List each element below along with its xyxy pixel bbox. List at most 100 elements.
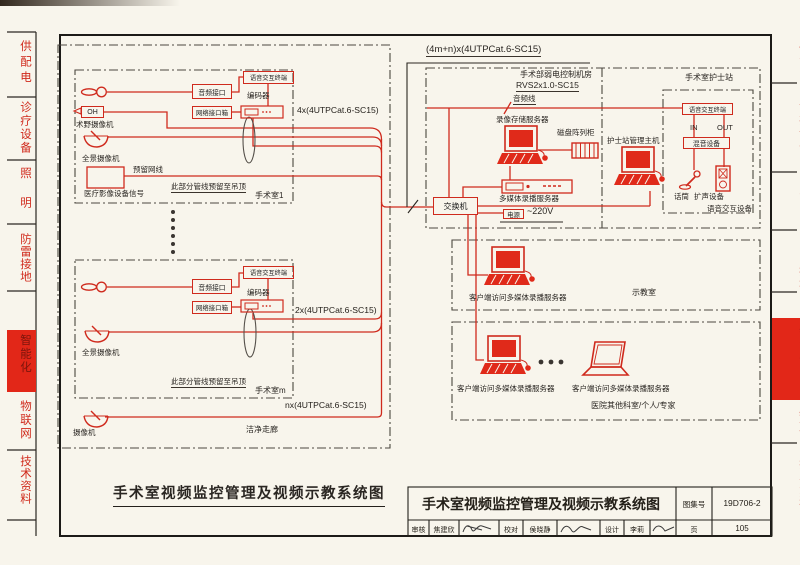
speaker-label: 扩声设备 <box>694 192 724 201</box>
sidebar-right-item-iot[interactable]: 物联网 <box>798 408 800 449</box>
sidebar-item-techdocs[interactable]: 技术资料 <box>19 455 31 505</box>
audio-line-label: 音频线 <box>513 94 536 106</box>
sidebar-item-iot[interactable]: 物联网 <box>19 400 31 441</box>
encoder-device-icon <box>240 299 284 313</box>
sidebar-right-item-lightning[interactable]: 防雷接地 <box>798 240 800 290</box>
surgical-dept-area-box <box>57 44 391 449</box>
client-pc-icon <box>483 246 536 286</box>
switch-box: 交换机 <box>433 197 478 215</box>
or1-cable-label: 4x(4UTPCat.6-SC15) <box>297 105 379 115</box>
sidebar-right-item-techdocs[interactable]: 技术资料 <box>798 458 800 508</box>
or1-field-camera-label: 术野摄像机 <box>76 120 114 129</box>
design-label: 设计 <box>605 527 619 534</box>
left-tab-rail <box>7 31 37 536</box>
control-room-cable-spec: RVS2x1.0-SC15 <box>516 80 579 93</box>
sidebar-item-medical[interactable]: 诊疗设备 <box>19 101 31 155</box>
page-label: 页 <box>690 527 698 534</box>
in-label: IN <box>690 123 698 132</box>
client-pc-icon <box>479 335 532 375</box>
sidebar-active-tab-highlight <box>7 330 36 392</box>
microphone-icon <box>80 281 107 293</box>
orm-network-box: 网络接口箱 <box>192 301 232 314</box>
orm-voice-terminal-box: 语音交互终端 <box>243 266 294 279</box>
corridor-name-label: 洁净走廊 <box>246 425 278 434</box>
or1-voice-terminal-box: 语音交互终端 <box>243 71 294 84</box>
sidebar-item-power[interactable]: 供配电 <box>19 40 31 87</box>
sidebar-item-lightning[interactable]: 防雷接地 <box>19 233 31 283</box>
or-ellipsis-dots <box>171 210 175 254</box>
atlas-no-label: 图集号 <box>682 500 706 509</box>
imaging-signal-box <box>86 166 125 189</box>
sidebar-right-item-intelligent[interactable]: 智能化 <box>798 326 800 367</box>
cable-bundle-ellipse-or1 <box>242 116 256 164</box>
classroom-box <box>451 239 761 311</box>
sidebar-right-item-lighting[interactable]: 照明 <box>798 183 800 238</box>
panoramic-camera-icon <box>83 130 109 148</box>
corridor-camera-label: 摄像机 <box>73 428 96 437</box>
signature-scribbles <box>462 525 675 533</box>
proof-label: 校对 <box>504 527 518 534</box>
page-number: 105 <box>735 524 749 533</box>
classroom-label: 示教室 <box>632 288 656 297</box>
corridor-camera-icon <box>83 410 109 428</box>
mic-label: 话筒 <box>674 192 689 201</box>
orm-encoder-label: 编码器 <box>247 288 270 297</box>
nurse-voice-terminal-box: 语音交互终端 <box>682 103 733 115</box>
media-server-icon <box>501 179 573 194</box>
cable-bundle-ellipse-orm <box>243 308 257 358</box>
or1-encoder-label: 编码器 <box>247 91 270 100</box>
proofreader-name: 侯晓静 <box>529 527 551 534</box>
trunk-riser-line <box>406 62 590 207</box>
drawing-frame <box>59 34 772 537</box>
or1-ceiling-note: 此部分管线预留至吊顶 <box>171 182 246 194</box>
title-block-title: 手术室视频监控管理及视频示教系统图 <box>422 496 660 512</box>
clients-ellipsis-dots <box>538 359 564 365</box>
or1-network-box: 网络接口箱 <box>192 106 232 119</box>
client-access-label: 客户端访问多媒体录播服务器 <box>572 384 670 393</box>
disk-array-icon <box>571 142 599 159</box>
sidebar-active-tab-highlight-right <box>772 318 800 400</box>
scan-edge-shadow <box>0 0 180 6</box>
sidebar-item-intelligent[interactable]: 智能化 <box>19 334 31 375</box>
control-room-title: 手术部弱电控制机房 <box>520 70 592 79</box>
control-room-outer-box <box>425 67 761 229</box>
orm-box <box>74 259 294 399</box>
orm-pano-camera-label: 全景摄像机 <box>82 348 120 357</box>
voice-devices-group-label: 语音交互设备 <box>707 204 752 213</box>
right-tab-rail <box>771 82 797 444</box>
panoramic-camera-icon <box>84 325 110 343</box>
or1-room-label: 手术室1 <box>255 191 284 200</box>
client-access-label: 客户端访问多媒体录播服务器 <box>469 293 567 302</box>
encoder-device-icon <box>240 105 284 119</box>
nurse-host-pc-icon <box>613 146 666 186</box>
voltage-label: ~220V <box>527 206 554 216</box>
sidebar-item-lighting[interactable]: 照明 <box>19 167 31 226</box>
out-label: OUT <box>717 123 733 132</box>
desk-microphone-icon <box>678 170 701 190</box>
others-label: 医院其他科室/个人/专家 <box>591 401 676 410</box>
nurse-station-title: 手术室护士站 <box>685 73 733 82</box>
cable-tick <box>407 199 419 214</box>
or1-field-camera-box: OH <box>81 106 104 118</box>
mixer-box: 混音设备 <box>683 137 730 149</box>
corridor-cable-label: nx(4UTPCat.6-SC15) <box>285 400 367 410</box>
designer-name: 李莉 <box>630 527 644 534</box>
microphone-icon <box>80 86 107 98</box>
voice-devices-box <box>662 89 754 214</box>
client-access-label: 客户端访问多媒体录播服务器 <box>457 384 555 393</box>
trunk-cable-label: (4m+n)x(4UTPCat.6-SC15) <box>426 44 542 58</box>
sheet-caption: 手术室视频监控管理及视频示教系统图 <box>113 486 385 507</box>
review-label: 审核 <box>411 527 426 534</box>
media-server-label: 多媒体录播服务器 <box>499 194 559 203</box>
orm-ceiling-note: 此部分管线预留至吊顶 <box>171 377 246 389</box>
storage-server-label: 录像存储服务器 <box>496 115 549 124</box>
orm-audio-port-box: 音频接口 <box>192 279 232 294</box>
storage-server-pc-icon <box>496 125 549 165</box>
sidebar-right-item-medical[interactable]: 诊疗设备 <box>798 100 800 154</box>
atlas-no-value: 19D706-2 <box>723 498 761 508</box>
power-box: 电源 <box>503 209 524 219</box>
or1-audio-port-box: 音频接口 <box>192 84 232 99</box>
sidebar-right-item-power[interactable]: 供配电 <box>798 42 800 89</box>
